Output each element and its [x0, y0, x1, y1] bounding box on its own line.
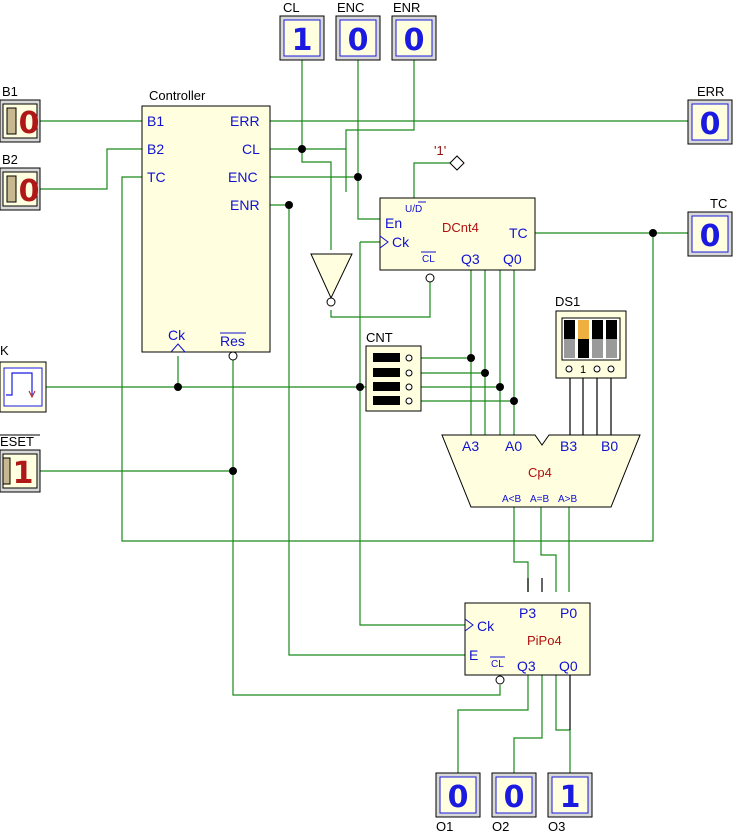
inverter-gate[interactable] [310, 253, 353, 307]
register-pin-cl: CL [491, 659, 504, 670]
ds1-label-2: 1 [580, 364, 586, 376]
input-clock[interactable]: K [0, 343, 47, 413]
display-err-value: 0 [700, 107, 721, 142]
counter-pin-ud: U/D [405, 204, 422, 215]
controller-pin-enc: ENC [228, 169, 258, 185]
controller-pin-b1: B1 [147, 113, 164, 129]
input-b1-value: 0 [19, 106, 40, 141]
display-enr: ENR 0 [391, 0, 437, 61]
comparator-pin-eq: A=B [530, 494, 550, 505]
display-o2: 0 O2 [491, 772, 537, 834]
register-block[interactable]: P3 P0 Ck E PiPo4 CL Q3 Q0 [464, 602, 591, 685]
counter-pin-en: En [385, 215, 402, 231]
register-pin-q3: Q3 [517, 658, 536, 674]
display-enc: ENC 0 [335, 0, 381, 61]
register-pin-p3: P3 [519, 605, 536, 621]
display-tc-value: 0 [700, 219, 721, 254]
display-err-label: ERR [697, 84, 724, 99]
junction-dots [174, 145, 657, 475]
counter-block[interactable]: U/D En Ck CL DCnt4 TC Q3 Q0 [379, 197, 536, 283]
display-enr-value: 0 [404, 23, 425, 58]
cnt-bar-display: CNT [365, 330, 422, 412]
display-tc-label: TC [710, 196, 727, 211]
input-b2[interactable]: B2 0 [0, 152, 41, 211]
display-cl: CL 1 [279, 0, 325, 61]
display-o3-value: 1 [560, 780, 581, 815]
comparator-pin-a3: A3 [462, 438, 479, 454]
controller-pin-ck: Ck [168, 327, 186, 343]
register-pin-q0: Q0 [559, 658, 578, 674]
controller-pin-err: ERR [230, 113, 260, 129]
display-enr-label: ENR [393, 0, 420, 15]
controller-title: Controller [149, 88, 206, 103]
counter-pin-ck: Ck [392, 234, 410, 250]
display-o1-label: O1 [436, 819, 453, 834]
comparator-name: Cp4 [528, 465, 552, 480]
display-o1: 0 O1 [435, 772, 481, 834]
register-name: PiPo4 [527, 633, 562, 648]
display-o1-value: 0 [448, 780, 469, 815]
wires [40, 60, 688, 773]
display-enc-value: 0 [348, 23, 369, 58]
dip-switch-ds1[interactable]: DS1 1 [555, 294, 627, 379]
input-reset-value: 1 [13, 456, 34, 491]
display-err: ERR 0 [687, 84, 733, 145]
controller-pin-b2: B2 [147, 141, 164, 157]
comparator-pin-b0: B0 [601, 438, 618, 454]
controller-pin-tc: TC [147, 169, 166, 185]
clock-waveform-icon [6, 372, 33, 396]
input-b2-label: B2 [2, 152, 18, 167]
comparator-pin-b3: B3 [560, 438, 577, 454]
counter-name: DCnt4 [442, 220, 479, 235]
input-b1-label: B1 [2, 84, 18, 99]
comparator-pin-a0: A0 [505, 438, 522, 454]
counter-pin-cl: CL [422, 254, 435, 265]
controller-pin-cl: CL [242, 141, 260, 157]
register-pin-p0: P0 [560, 605, 577, 621]
input-reset-label: ESET [0, 434, 34, 449]
ds1-title: DS1 [555, 294, 580, 309]
display-cl-label: CL [283, 0, 300, 15]
controller-pin-enr: ENR [230, 197, 260, 213]
register-pin-ck: Ck [477, 618, 495, 634]
counter-pin-q0: Q0 [503, 251, 522, 267]
display-o3: 1 O3 [547, 772, 593, 834]
display-cl-value: 1 [292, 23, 313, 58]
controller-pin-res: Res [220, 333, 245, 349]
comparator-pin-lt: A<B [502, 494, 522, 505]
counter-pin-q3: Q3 [461, 251, 480, 267]
input-reset[interactable]: ESET 1 [0, 434, 41, 493]
counter-pin-tc: TC [509, 225, 528, 241]
display-tc: TC 0 [687, 196, 733, 257]
input-b1[interactable]: B1 0 [0, 84, 41, 143]
display-o2-value: 0 [504, 780, 525, 815]
display-o3-label: O3 [548, 819, 565, 834]
input-clock-label: K [0, 343, 9, 358]
comparator-pin-gt: A>B [558, 494, 578, 505]
comparator-block[interactable]: A3 A0 B3 B0 Cp4 A<B A=B A>B [441, 434, 641, 508]
input-b2-value: 0 [19, 174, 40, 209]
display-o2-label: O2 [492, 819, 509, 834]
register-pin-e: E [469, 647, 478, 663]
controller-block[interactable]: Controller B1 B2 TC ERR CL ENC ENR Ck Re… [141, 88, 271, 361]
constant-label: '1' [434, 143, 446, 158]
cnt-title: CNT [366, 330, 393, 345]
display-enc-label: ENC [337, 0, 364, 15]
constant-high[interactable]: '1' [434, 143, 465, 171]
